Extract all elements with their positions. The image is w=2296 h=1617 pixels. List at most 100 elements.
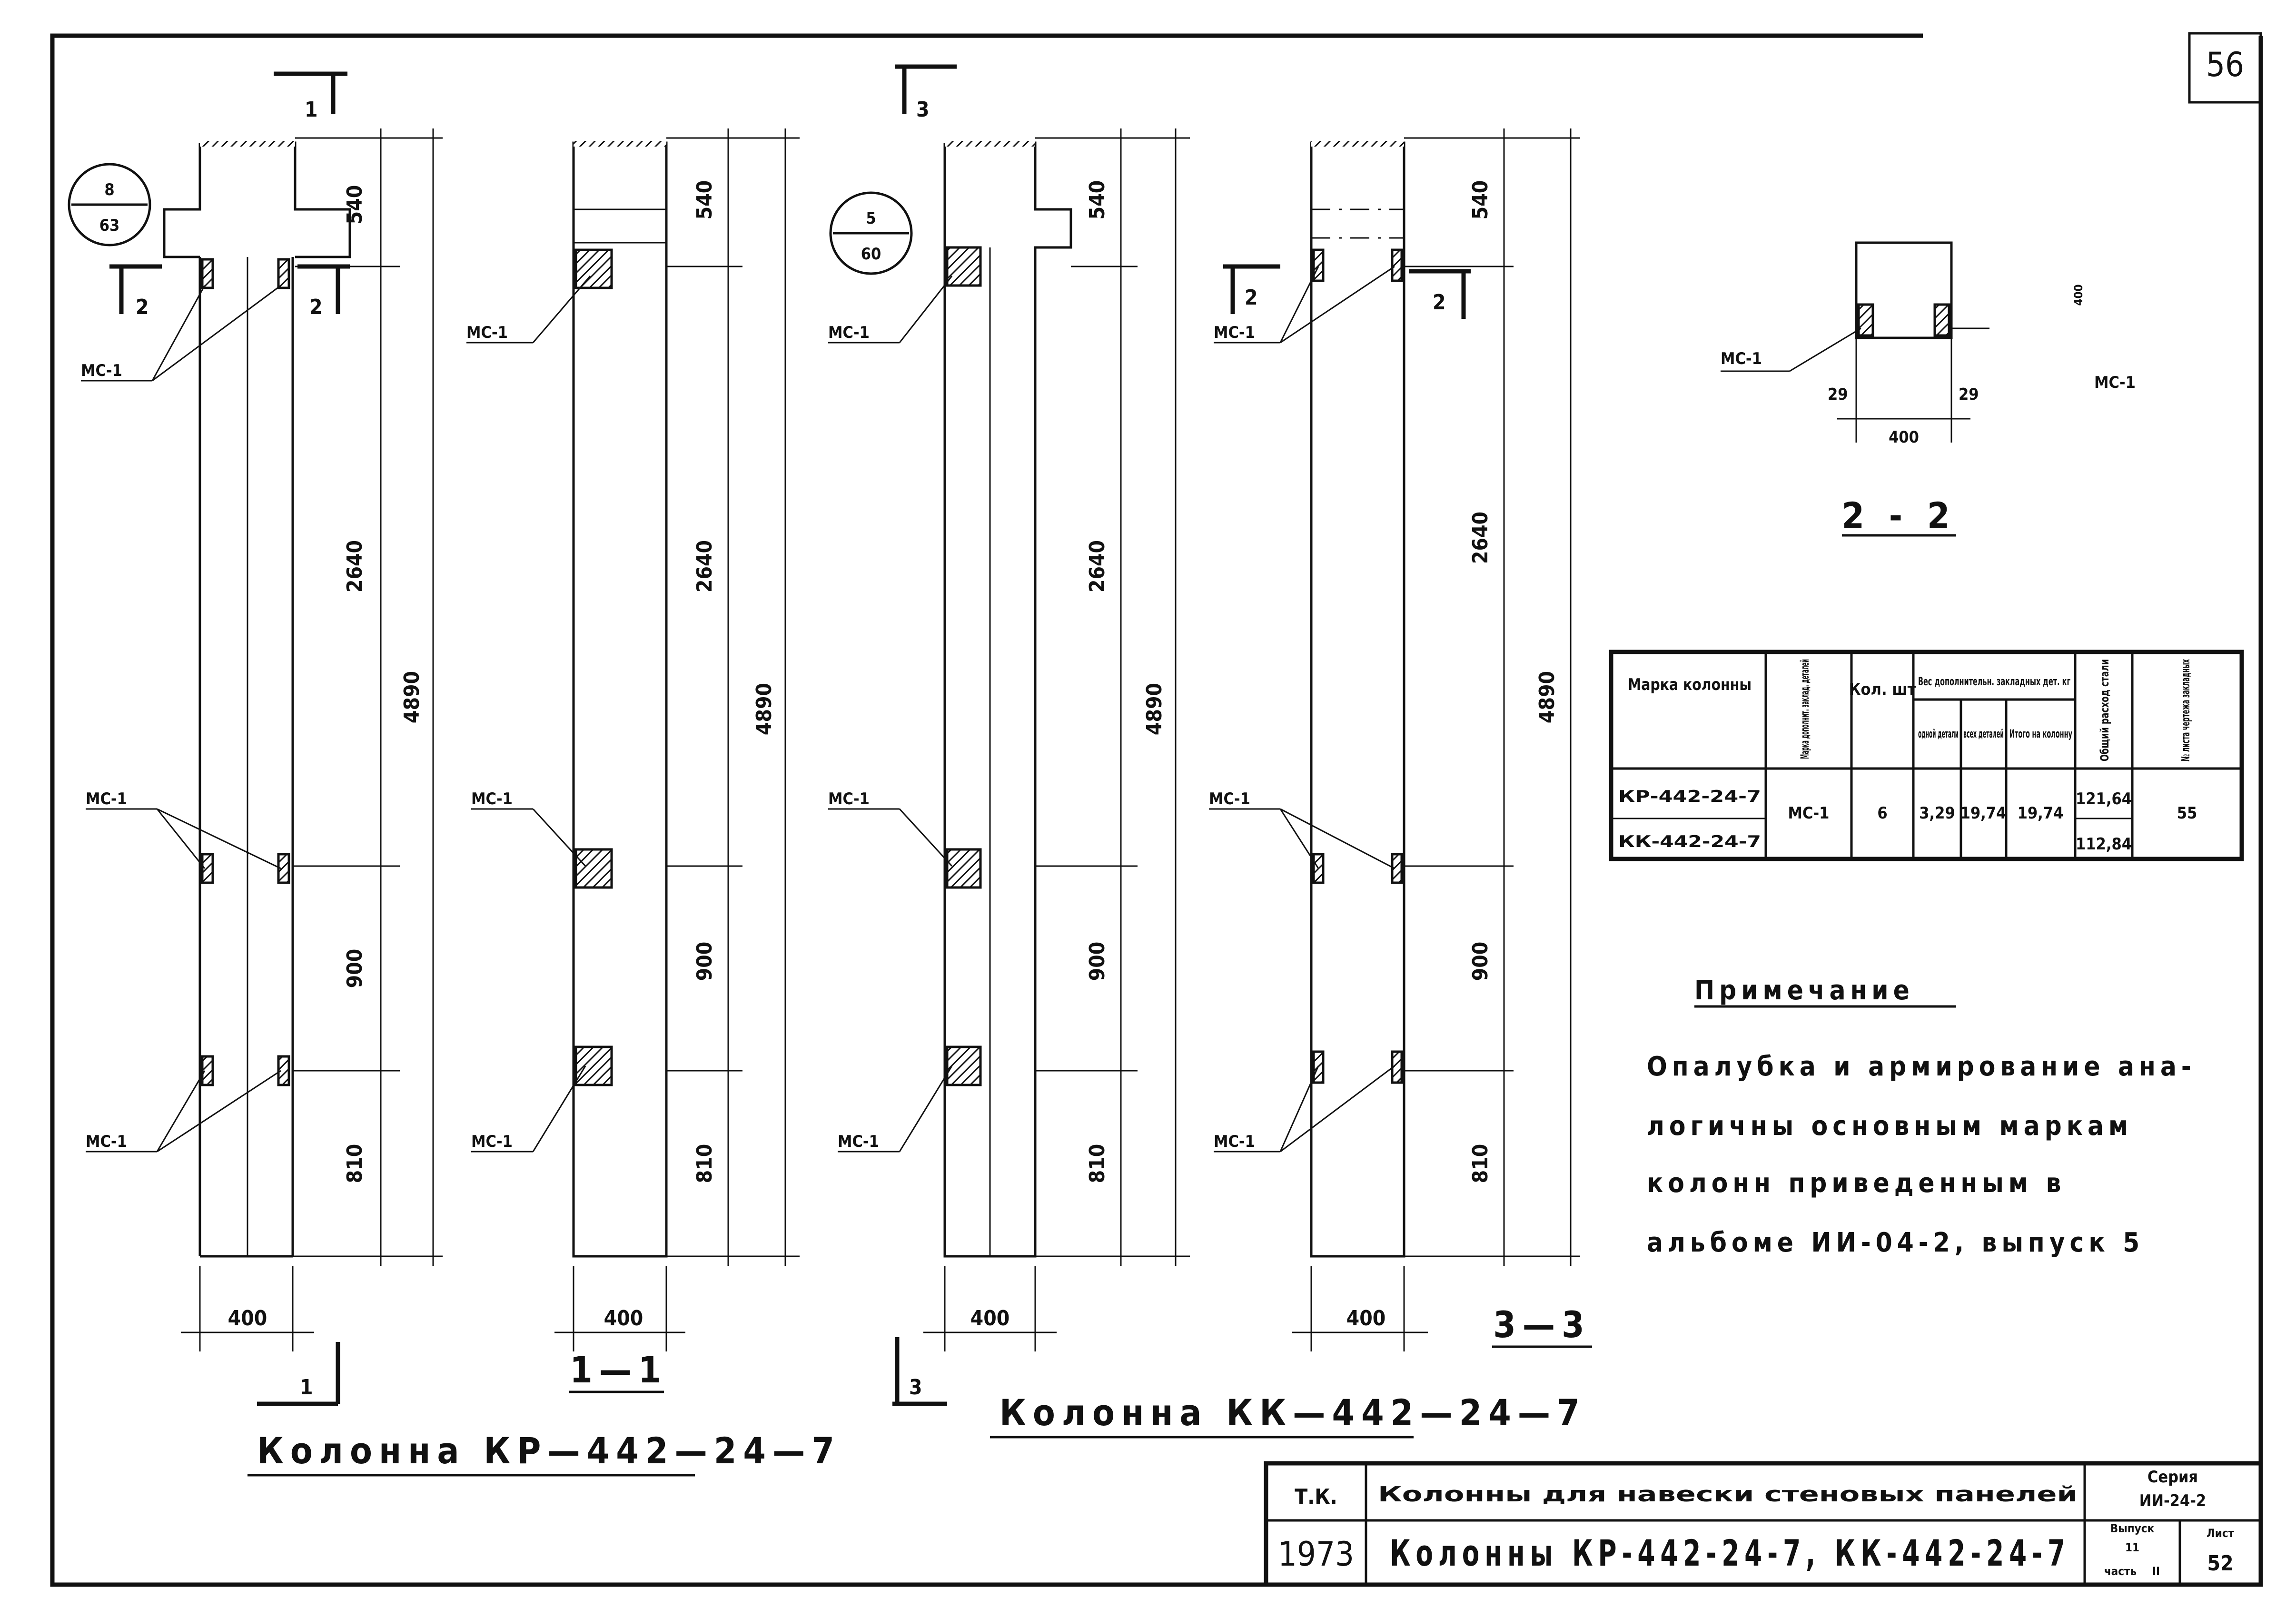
column-kk-elevation: 3 5 60 МС-1 МС-1 МС-1 540 2640 900 810 4…	[828, 64, 1190, 1406]
callout-kp-top: 8	[104, 180, 114, 199]
mc1-label-kk-1: МС-1	[828, 323, 870, 342]
note-line-2: логичны основным маркам	[1647, 1111, 2133, 1142]
note-line-3: колонн приведенным в	[1647, 1168, 2066, 1199]
section-mark-3-bottom: 3	[909, 1375, 922, 1400]
section-mark-2-kk-right: 2	[1433, 290, 1446, 315]
callout-kk-top: 5	[866, 209, 876, 228]
caption-column-kp: Колонна КР—442—24—7	[257, 1430, 841, 1472]
column-section-1-1: МС-1 МС-1 МС-1 540 2640 900 810 4890 400…	[466, 128, 800, 1393]
dim-s11-4890: 4890	[752, 683, 776, 735]
dim-s22-400: 400	[1889, 428, 1919, 447]
dim-kp-810: 810	[343, 1144, 367, 1183]
title-block: Т.К. 1973 Колонны для навески стеновых п…	[1264, 1461, 2263, 1587]
mc1-label-s22-left: МС-1	[1721, 349, 1762, 368]
column-section-3-3: 2 2 МС-1 МС-1 МС-1 540 2640 900 810 4890	[1209, 128, 1592, 1351]
dim-kk-540: 540	[1085, 180, 1109, 220]
dim-kp-4890: 4890	[400, 671, 424, 723]
mc1-label-kk-2: МС-1	[828, 789, 870, 808]
tb-year: 1973	[1278, 1535, 1354, 1574]
mc1-label-s11-1: МС-1	[466, 323, 508, 342]
mc1-label-s33-2: МС-1	[1209, 789, 1250, 808]
dim-s33-900: 900	[1468, 942, 1493, 981]
section-2-2-detail: 400 29 29 МС-1 МС-1 400 2 - 2	[1721, 241, 2136, 537]
tb-tk: Т.К.	[1295, 1485, 1337, 1509]
callout-kk-bottom: 60	[861, 245, 881, 264]
dim-s22-400-vertical: 400	[2072, 284, 2085, 306]
dim-kk-810: 810	[1085, 1144, 1109, 1183]
dim-s11-2640: 2640	[693, 540, 717, 592]
page-number: 56	[2206, 45, 2244, 84]
th-mark: Марка колонны	[1628, 675, 1752, 694]
column-kp-elevation: 1 8 63 2 2 МС-1 МС-1	[68, 71, 443, 1406]
td-part-mark: МС-1	[1788, 804, 1830, 823]
dim-s33-2640: 2640	[1468, 512, 1493, 564]
note-line-4: альбоме ИИ-04-2, выпуск 5	[1647, 1227, 2144, 1258]
dim-s11-540: 540	[693, 180, 717, 220]
th-per-part: одной детали	[1918, 727, 1959, 740]
mc1-label-kk-3: МС-1	[838, 1132, 879, 1151]
tb-sheet: 52	[2207, 1551, 2233, 1576]
td-all-parts: 19,74	[1960, 804, 2007, 823]
th-weight-group: Вес дополнительн. закладных дет. кг	[1918, 675, 2070, 688]
note-line-1: Опалубка и армирование ана-	[1647, 1051, 2196, 1082]
dim-kp-400: 400	[228, 1306, 267, 1331]
mc1-label-s33-3: МС-1	[1214, 1132, 1255, 1151]
mc1-label-kp-1: МС-1	[81, 361, 122, 380]
section-mark-2-kk-left: 2	[1245, 286, 1258, 310]
th-all-parts: всех деталей	[1963, 727, 2004, 740]
mc1-label-kp-2: МС-1	[86, 789, 127, 808]
dim-s11-400: 400	[604, 1306, 643, 1331]
section-title-1-1: 1—1	[570, 1349, 668, 1391]
section-mark-1-bottom: 1	[300, 1375, 313, 1400]
sheet-frame: 56	[50, 32, 2263, 1587]
dim-s33-400: 400	[1346, 1306, 1386, 1331]
td-drawing-no: 55	[2177, 804, 2197, 823]
caption-column-kk: Колонна КК—442—24—7	[1000, 1391, 1586, 1434]
tb-sheet-label: Лист	[2207, 1527, 2235, 1540]
callout-kp-bottom: 63	[99, 216, 120, 235]
dim-s33-810: 810	[1468, 1144, 1493, 1183]
dim-kk-400: 400	[970, 1306, 1010, 1331]
th-drawing-no: № листа чертежа закладных	[2179, 659, 2192, 761]
tb-issue: 11	[2125, 1541, 2139, 1554]
dim-kk-4890: 4890	[1142, 683, 1167, 735]
tb-subtitle: Колонны КР-442-24-7, КК-442-24-7	[1390, 1532, 2070, 1574]
tb-series: ИИ-24-2	[2139, 1491, 2206, 1510]
note-title: Примечание	[1694, 975, 1914, 1006]
dim-s33-540: 540	[1468, 180, 1493, 220]
mc1-label-s11-2: МС-1	[471, 789, 513, 808]
dim-s22-29-left: 29	[1828, 385, 1848, 404]
td-mark-1: КР-442-24-7	[1618, 787, 1761, 806]
dim-kk-2640: 2640	[1085, 540, 1109, 592]
tb-series-label: Серия	[2148, 1468, 2198, 1487]
th-steel-total: Общий расход стали	[2098, 659, 2111, 761]
td-qty: 6	[1877, 804, 1887, 823]
dim-kp-2640: 2640	[343, 540, 367, 592]
section-title-3-3: 3—3	[1493, 1303, 1591, 1346]
dim-s11-810: 810	[693, 1144, 717, 1183]
td-total: 19,74	[2018, 804, 2064, 823]
dim-s22-29-right: 29	[1959, 385, 1979, 404]
section-mark-2-left: 2	[136, 295, 149, 319]
note-block: Примечание Опалубка и армирование ана- л…	[1647, 975, 2196, 1258]
th-part-mark: Марка дополнит. заклад. деталей	[1798, 659, 1811, 759]
mc1-label-s11-3: МС-1	[471, 1132, 513, 1151]
tb-part-label: часть	[2104, 1565, 2137, 1578]
section-mark-3-top: 3	[916, 98, 930, 122]
dim-kk-900: 900	[1085, 942, 1109, 981]
th-qty: Кол. шт	[1849, 680, 1916, 699]
mc1-label-s33-1: МС-1	[1214, 323, 1255, 342]
dim-kp-900: 900	[343, 949, 367, 988]
tb-title: Колонны для навески стеновых панелей	[1378, 1482, 2078, 1507]
section-mark-2-right: 2	[309, 295, 323, 319]
spec-table: Марка колонны Марка дополнит. заклад. де…	[1609, 650, 2244, 861]
section-title-2-2: 2 - 2	[1841, 494, 1956, 537]
td-mark-2: КК-442-24-7	[1618, 832, 1761, 851]
mc1-label-s22-right: МС-1	[2094, 373, 2136, 392]
td-steel-total-1: 121,64	[2076, 789, 2132, 808]
td-steel-total-2: 112,84	[2076, 835, 2132, 854]
td-per-part: 3,29	[1919, 804, 1955, 823]
dim-s11-900: 900	[693, 942, 717, 981]
th-total: Итого на колонну	[2009, 727, 2072, 740]
